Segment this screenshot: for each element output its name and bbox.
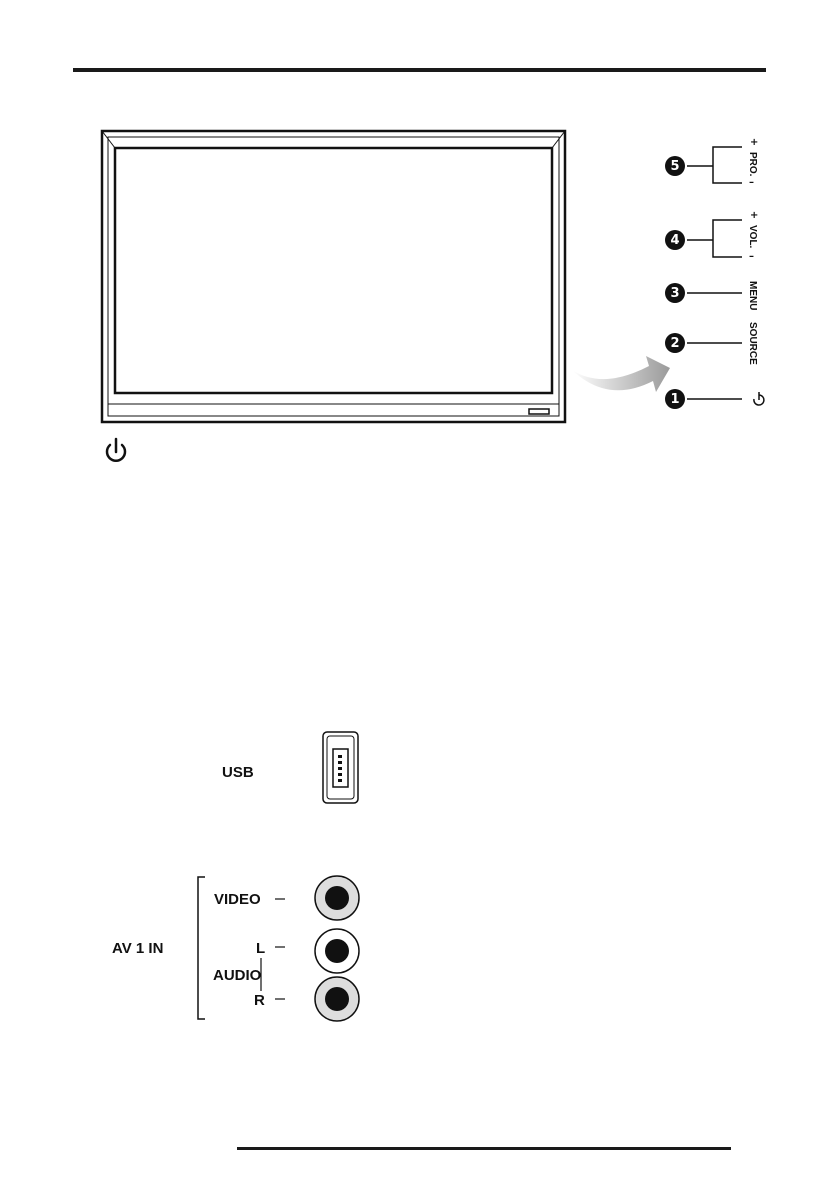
video-jack: [314, 875, 360, 921]
top-rule: [73, 68, 766, 72]
tv-screen: [113, 146, 554, 395]
source-label: SOURCE: [747, 322, 758, 365]
usb-label: USB: [222, 764, 254, 781]
tv-sensor-window: [528, 408, 550, 415]
av-group-label: AV 1 IN: [112, 940, 164, 957]
front-power-icon: [105, 437, 127, 462]
tv-front-panel: [100, 129, 567, 424]
pointer-arrow: [572, 356, 670, 392]
button-number-4: 4: [665, 230, 685, 250]
audio-left-label: L: [256, 940, 266, 957]
button-number-2: 2: [665, 333, 685, 353]
audio-right-jack: [314, 976, 360, 1022]
audio-label: AUDIO: [213, 967, 262, 984]
side-power-icon: [753, 392, 765, 406]
pro-minus-label: –: [749, 177, 754, 188]
pro-plus-label: +: [750, 137, 759, 148]
vol-plus-label: +: [750, 210, 759, 221]
vol-label: VOL.: [747, 225, 758, 249]
button-number-1: 1: [665, 389, 685, 409]
button-number-5: 5: [665, 156, 685, 176]
pro-label: PRO.: [747, 152, 758, 177]
audio-right-label: R: [254, 992, 265, 1009]
usb-port: [322, 731, 359, 804]
audio-left-jack: [314, 928, 360, 974]
av-bracket: [197, 876, 205, 1020]
video-label: VIDEO: [214, 891, 261, 908]
menu-label: MENU: [747, 281, 758, 311]
vol-minus-label: –: [749, 251, 754, 262]
button-number-3: 3: [665, 283, 685, 303]
bottom-rule: [237, 1147, 731, 1150]
